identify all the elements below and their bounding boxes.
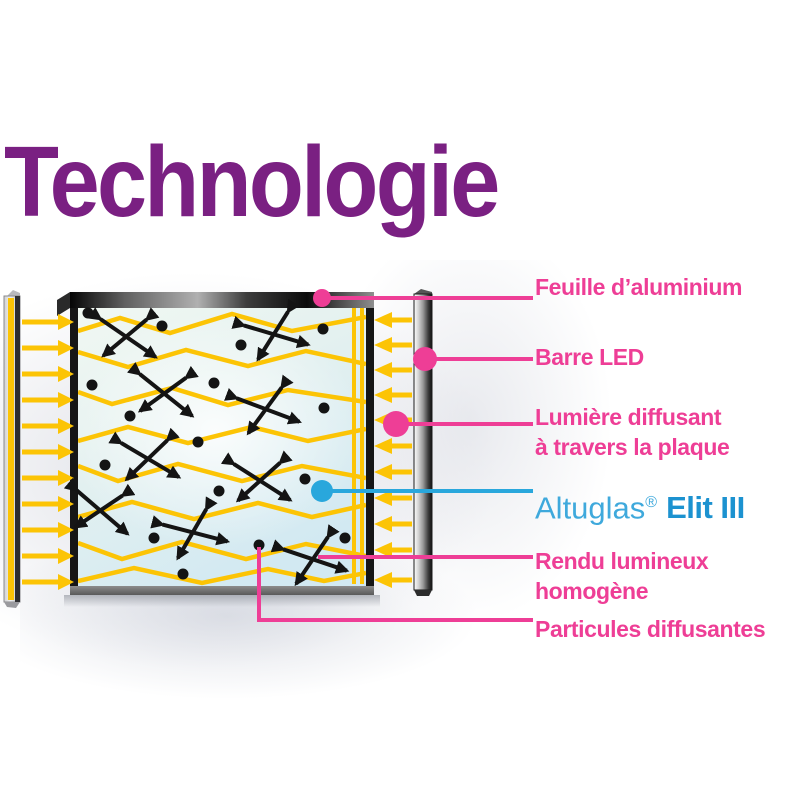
led-bar-left-bottom	[4, 602, 20, 608]
led-bar-right	[413, 293, 433, 591]
particle-dot	[192, 436, 204, 448]
particle-dot	[86, 379, 98, 391]
scatter-arrows	[87, 307, 160, 359]
scatter-arrow	[256, 298, 300, 362]
light-arrow-left-head	[58, 548, 74, 564]
label-lumiere-line1: Lumière diffusant	[535, 404, 722, 430]
scatter-arrows	[231, 298, 311, 362]
label-feuille-aluminium: Feuille d’aluminium	[535, 274, 743, 300]
scatter-arrow	[294, 524, 340, 587]
particle-dot	[318, 402, 330, 414]
brand-name: Altuglas	[535, 490, 646, 526]
light-arrow-right-head	[374, 516, 392, 532]
particle-dot	[99, 459, 111, 471]
product-name: Elit III	[666, 490, 745, 526]
light-arrow-left-head	[58, 574, 74, 590]
particle-dot	[317, 323, 329, 335]
scatter-arrow	[101, 307, 160, 358]
plate-shadow	[64, 595, 380, 607]
light-arrow-left-head	[58, 392, 74, 408]
light-arrow-right-head	[374, 490, 392, 506]
light-arrow-right-head	[374, 312, 392, 328]
scatter-arrows	[127, 361, 199, 418]
scatter-arrow	[176, 496, 218, 561]
label-lumiere-diffusant: Lumière diffusant à travers la plaque	[535, 402, 730, 462]
light-arrow-right-head	[374, 542, 392, 558]
particle-dot	[299, 473, 311, 485]
scatter-arrow	[73, 483, 136, 529]
particle-dot	[148, 532, 160, 544]
scatter-arrow	[235, 450, 293, 503]
aluminium-foil-bevel	[57, 292, 70, 316]
plate-edge-glow	[360, 308, 364, 584]
registered-mark: ®	[645, 494, 658, 511]
light-arrow-right-head	[374, 387, 392, 403]
label-particules-diffusantes: Particules diffusantes	[535, 616, 766, 642]
led-bar-left-edge	[15, 296, 20, 602]
callout-dot-feuille-aluminium	[313, 289, 331, 307]
particle-dot	[213, 485, 225, 497]
callout-dot-altuglas-elit	[311, 480, 333, 502]
light-arrow-right-head	[374, 362, 392, 378]
plate-edge-glow	[352, 308, 356, 584]
particle-dot	[208, 377, 220, 389]
scatter-arrows	[220, 450, 293, 503]
light-arrow-left-head	[58, 366, 74, 382]
label-rendu-lumineux: Rendu lumineux homogène	[535, 546, 709, 606]
page-title: Technologie	[4, 126, 500, 238]
light-arrow-right-head	[374, 572, 392, 588]
label-altuglas-elit: Altuglas® Elit III	[535, 484, 745, 527]
scatter-arrows	[270, 524, 350, 587]
particle-dot	[235, 339, 247, 351]
scatter-arrows	[63, 477, 136, 536]
light-arrow-right-head	[374, 464, 392, 480]
callout-dot-barre-led	[413, 347, 437, 371]
light-arrow-left-head	[58, 314, 74, 330]
light-arrow-right-head	[374, 337, 392, 353]
light-arrow-left-head	[58, 340, 74, 356]
led-bar-left-glow	[8, 298, 14, 600]
scatter-arrows	[150, 496, 231, 561]
label-lumiere-line2: à travers la plaque	[535, 434, 730, 460]
particle-dot	[339, 532, 351, 544]
led-bar-right-top	[414, 289, 432, 294]
callout-dot-lumiere-diffusant	[383, 411, 409, 437]
label-barre-led: Barre LED	[535, 344, 644, 370]
light-arrow-left-head	[58, 418, 74, 434]
light-ray	[78, 347, 366, 370]
callout-line-particules-diffusantes	[257, 547, 533, 622]
plate-bottom-edge	[70, 586, 374, 595]
scatter-arrows	[224, 374, 302, 436]
particle-dot	[82, 307, 94, 319]
scatter-arrow	[246, 374, 294, 436]
light-ray	[78, 424, 366, 446]
particle-dot	[253, 539, 265, 551]
label-rendu-line1: Rendu lumineux	[535, 548, 709, 574]
scatter-arrows	[108, 427, 182, 482]
particle-dot	[124, 410, 136, 422]
particle-dot	[156, 320, 168, 332]
light-arrow-right-head	[374, 438, 392, 454]
led-bar-right-bottom	[414, 590, 432, 596]
particle-dot	[177, 568, 189, 580]
scatter-arrow	[137, 365, 199, 413]
scatter-arrow	[124, 427, 180, 482]
label-rendu-line2: homogène	[535, 578, 649, 604]
light-arrow-left-head	[58, 444, 74, 460]
